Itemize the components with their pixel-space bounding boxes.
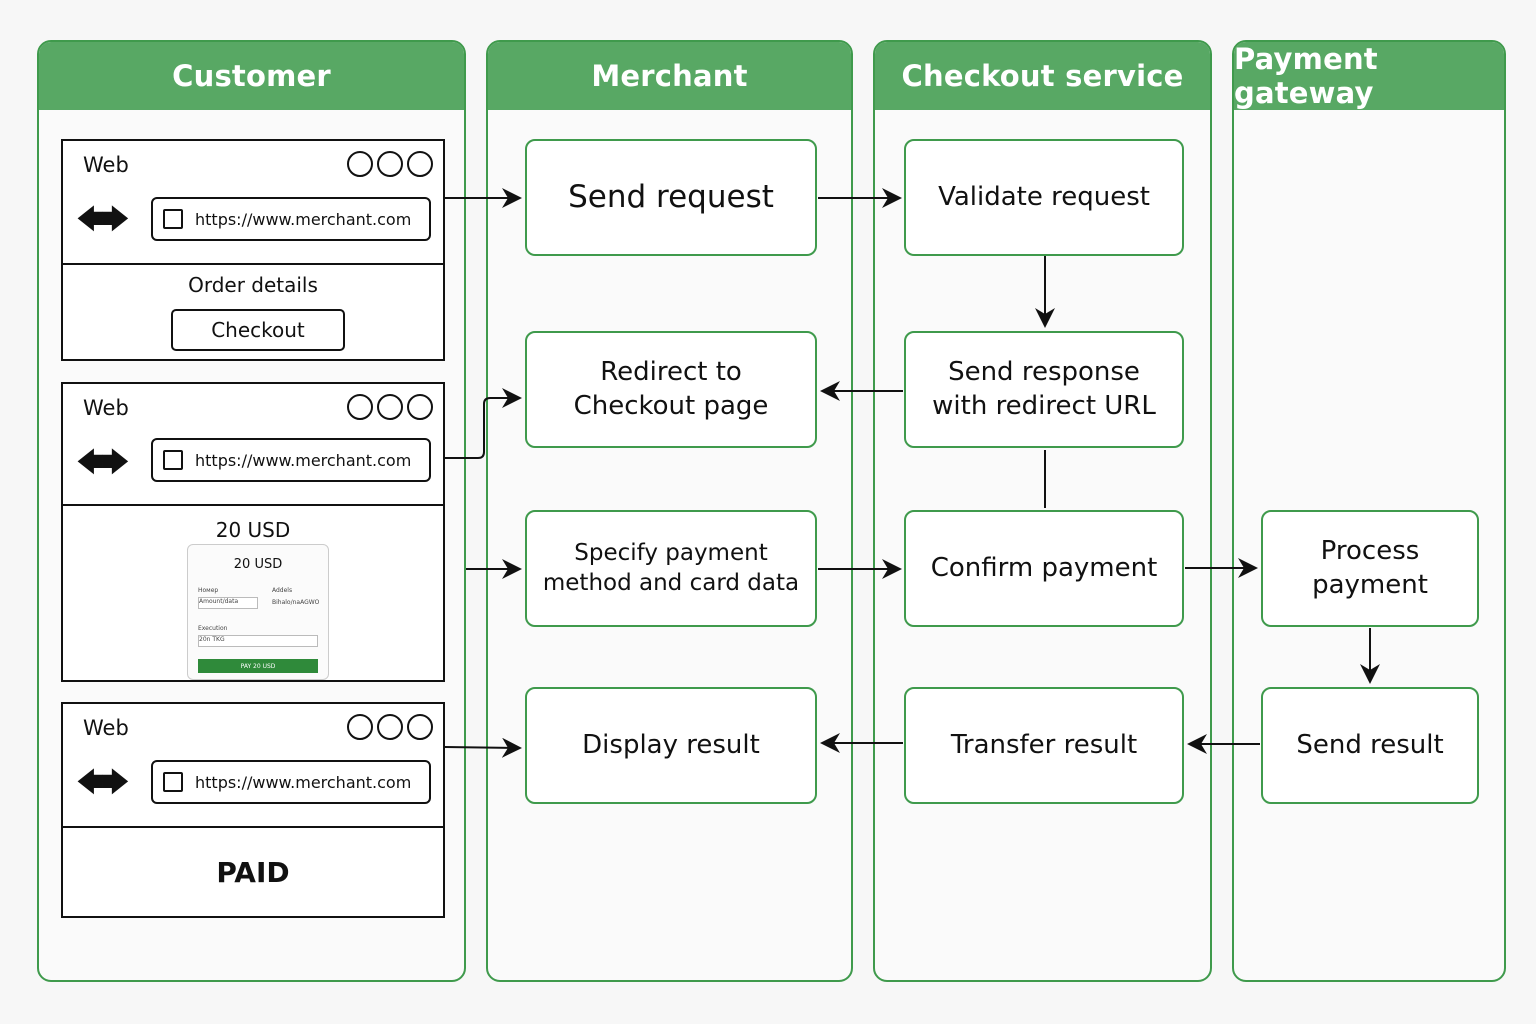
window-control-icon[interactable] bbox=[347, 714, 373, 740]
browser-toolbar: Web 🡄🡆 https://www.merchant.com bbox=[63, 384, 443, 506]
step-confirm-payment: Confirm payment bbox=[904, 510, 1184, 627]
step-send-request: Send request bbox=[525, 139, 817, 256]
payment-gateway-lane-title: Payment gateway bbox=[1234, 42, 1504, 110]
browser-title: Web bbox=[83, 716, 129, 740]
merchant-lane-title: Merchant bbox=[488, 42, 851, 110]
browser-window-payment: Web 🡄🡆 https://www.merchant.com 20 USD 2… bbox=[61, 382, 445, 682]
amount-label: 20 USD bbox=[215, 518, 291, 542]
url-text: https://www.merchant.com bbox=[195, 450, 412, 470]
window-control-icon[interactable] bbox=[407, 394, 433, 420]
window-control-icon[interactable] bbox=[377, 714, 403, 740]
browser-window-checkout: Web 🡄🡆 https://www.merchant.com Order de… bbox=[61, 139, 445, 361]
form-field[interactable]: 20n TKG bbox=[198, 635, 318, 647]
step-display-result: Display result bbox=[525, 687, 817, 804]
order-details-label: Order details bbox=[188, 273, 318, 297]
checkout-service-lane-title: Checkout service bbox=[875, 42, 1210, 110]
back-forward-icons[interactable]: 🡄🡆 bbox=[77, 768, 129, 798]
window-controls[interactable] bbox=[347, 714, 433, 740]
back-forward-icons[interactable]: 🡄🡆 bbox=[77, 205, 129, 235]
pay-button[interactable]: PAY 20 USD bbox=[198, 659, 318, 673]
browser-title: Web bbox=[83, 396, 129, 420]
window-control-icon[interactable] bbox=[347, 151, 373, 177]
address-bar[interactable]: https://www.merchant.com bbox=[151, 760, 431, 804]
window-control-icon[interactable] bbox=[377, 394, 403, 420]
form-field-value: Bihalo/naAGWO bbox=[272, 599, 320, 606]
step-send-result: Send result bbox=[1261, 687, 1479, 804]
browser-window-paid: Web 🡄🡆 https://www.merchant.com PAID bbox=[61, 702, 445, 918]
step-specify-payment: Specify payment method and card data bbox=[525, 510, 817, 627]
form-field[interactable]: Amount/data bbox=[198, 597, 258, 609]
arrow-browser-to-display bbox=[444, 737, 522, 758]
step-process-payment: Process payment bbox=[1261, 510, 1479, 627]
form-field-label: Addels bbox=[272, 587, 293, 594]
page-icon bbox=[163, 209, 183, 229]
form-field-value: 20n TKG bbox=[199, 636, 225, 643]
paid-status: PAID bbox=[216, 856, 290, 889]
form-amount: 20 USD bbox=[233, 557, 283, 572]
address-bar[interactable]: https://www.merchant.com bbox=[151, 197, 431, 241]
browser-toolbar: Web 🡄🡆 https://www.merchant.com bbox=[63, 141, 443, 265]
customer-lane-title: Customer bbox=[39, 42, 464, 110]
browser-toolbar: Web 🡄🡆 https://www.merchant.com bbox=[63, 704, 443, 828]
address-bar[interactable]: https://www.merchant.com bbox=[151, 438, 431, 482]
step-redirect-to-checkout: Redirect to Checkout page bbox=[525, 331, 817, 448]
checkout-button[interactable]: Checkout bbox=[171, 309, 345, 351]
window-controls[interactable] bbox=[347, 151, 433, 177]
window-controls[interactable] bbox=[347, 394, 433, 420]
window-control-icon[interactable] bbox=[407, 151, 433, 177]
page-icon bbox=[163, 772, 183, 792]
url-text: https://www.merchant.com bbox=[195, 209, 412, 229]
form-field-label: Execution bbox=[198, 625, 228, 632]
form-field-label: Номер bbox=[198, 587, 219, 594]
window-control-icon[interactable] bbox=[407, 714, 433, 740]
form-field-value: Amount/data bbox=[199, 598, 239, 605]
browser-title: Web bbox=[83, 153, 129, 177]
card-payment-form: 20 USD Номер Amount/data Addels Bihalo/n… bbox=[187, 544, 329, 680]
window-control-icon[interactable] bbox=[347, 394, 373, 420]
window-control-icon[interactable] bbox=[377, 151, 403, 177]
step-transfer-result: Transfer result bbox=[904, 687, 1184, 804]
step-send-response: Send response with redirect URL bbox=[904, 331, 1184, 448]
page-icon bbox=[163, 450, 183, 470]
url-text: https://www.merchant.com bbox=[195, 772, 412, 792]
back-forward-icons[interactable]: 🡄🡆 bbox=[77, 448, 129, 478]
arrow-browser-to-redirect bbox=[445, 388, 522, 459]
step-validate-request: Validate request bbox=[904, 139, 1184, 256]
